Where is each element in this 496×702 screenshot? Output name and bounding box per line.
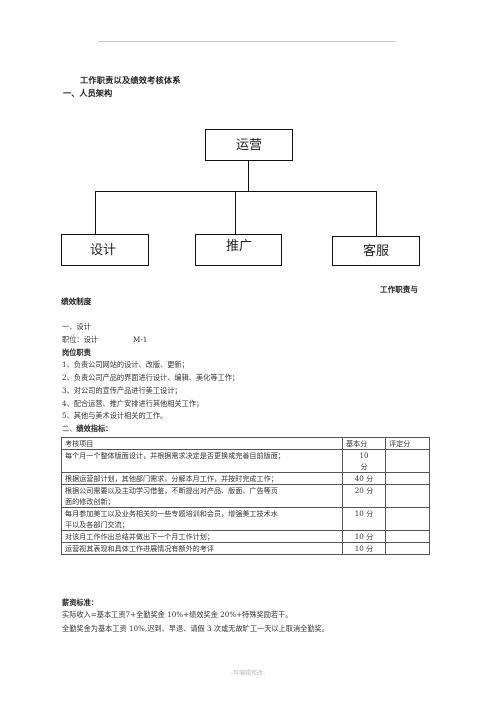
org-connector-mid xyxy=(235,191,236,234)
table-cell: 40 分 xyxy=(342,472,386,485)
table-cell xyxy=(385,507,430,531)
kpi-title-label: 绩效指标： xyxy=(76,424,113,433)
table-cell xyxy=(385,449,430,473)
salary-line: 全勤奖金为基本工资 10%,迟到、早退、请假 3 次或无故旷工一天以上取消全勤奖… xyxy=(62,624,329,633)
table-cell: 根据公司需要以及主动学习借鉴，不断提出对产品、版面、广告等页 面的修改创新； xyxy=(61,484,343,508)
table-row: 根据公司需要以及主动学习借鉴，不断提出对产品、版面、广告等页 面的修改创新； 2… xyxy=(61,484,430,508)
table-cell: 根据运营部计划，其他部门需求，分解本月工作，并按时完成工作； xyxy=(61,472,343,485)
org-connector-right xyxy=(376,191,377,236)
duties-title: 岗位职责 xyxy=(62,348,91,357)
table-header: 考核项目 xyxy=(61,437,343,450)
table-cell xyxy=(385,472,430,485)
table-header: 评定分 xyxy=(385,437,430,450)
org-connector-stem xyxy=(248,161,249,192)
org-connector-bar xyxy=(95,191,377,192)
duty-item: 2、负责公司产品的界面进行设计、编辑、美化等工作； xyxy=(62,373,240,382)
org-box-promotion: 推广 xyxy=(195,234,282,266)
subsection-design: 一、设计 xyxy=(62,322,91,331)
document-title: 工作职责以及绩效考核体系 xyxy=(80,75,181,85)
table-cell: 每月参加美工以及业务相关的一些专题培训和会员，增强美工技术水 平以及各部门交流； xyxy=(61,507,343,531)
salary-line: 实际收入=基本工资7+全勤奖金 10%+绩效奖金 20%+特殊奖励若干。 xyxy=(62,610,293,619)
heading-left: 绩效制度 xyxy=(61,297,92,306)
org-box-operations: 运营 xyxy=(205,129,293,161)
salary-title: 薪资标准： xyxy=(62,598,98,607)
kpi-table: 考核项目 基本分 评定分 每个月一个整体版面设计，并根据需求决定是否更换或完善目… xyxy=(61,437,430,555)
heading-right: 工作职责与 xyxy=(380,285,418,294)
duty-item: 1、负责公司网站的设计、改版、更新； xyxy=(62,360,189,369)
table-cell: 20 分 xyxy=(342,484,386,508)
org-connector-left xyxy=(95,191,96,234)
kpi-title-number: 二、 xyxy=(62,424,77,433)
kpi-heading: 二、绩效指标： xyxy=(62,424,112,434)
footer-note: -可编辑修改- xyxy=(230,670,266,677)
position-code: M-1 xyxy=(133,335,148,344)
header-rule xyxy=(98,41,396,42)
table-cell xyxy=(385,484,430,508)
org-box-design: 设计 xyxy=(61,234,149,266)
table-header-row: 考核项目 基本分 评定分 xyxy=(61,437,430,450)
table-row: 每个月一个整体版面设计，并根据需求决定是否更换或完善目前版面； 10 分 xyxy=(61,449,430,473)
table-cell xyxy=(385,530,430,543)
table-cell: 10 分 xyxy=(342,449,386,473)
table-cell: 对该月工作作出总结并做出下一个月工作计划； xyxy=(61,530,343,543)
table-row: 根据运营部计划，其他部门需求，分解本月工作，并按时完成工作； 40 分 xyxy=(61,472,430,485)
duty-item: 5、其他与美术设计相关的工作。 xyxy=(62,411,168,420)
section-org-heading: 一、人员架构 xyxy=(63,88,113,98)
table-row: 每月参加美工以及业务相关的一些专题培训和会员，增强美工技术水 平以及各部门交流；… xyxy=(61,507,430,531)
table-header: 基本分 xyxy=(342,437,386,450)
table-cell: 10 分 xyxy=(342,507,386,531)
duty-item: 4、配合运营、推广安排进行其他相关工作； xyxy=(62,399,204,408)
table-row: 对该月工作作出总结并做出下一个月工作计划； 10 分 xyxy=(61,530,430,543)
table-cell xyxy=(385,542,430,555)
table-cell: 10 分 xyxy=(342,542,386,555)
org-box-customer-service: 客服 xyxy=(332,236,420,266)
table-cell: 每个月一个整体版面设计，并根据需求决定是否更换或完善目前版面； xyxy=(61,449,343,473)
table-row: 运营视其表现和具体工作进展情况有额外的考评 10 分 xyxy=(61,542,430,555)
position-label: 职位：设计 xyxy=(62,335,98,344)
table-cell: 运营视其表现和具体工作进展情况有额外的考评 xyxy=(61,542,343,555)
duty-item: 3、对公司的宣传产品进行美工设计； xyxy=(62,386,182,395)
table-cell: 10 分 xyxy=(342,530,386,543)
